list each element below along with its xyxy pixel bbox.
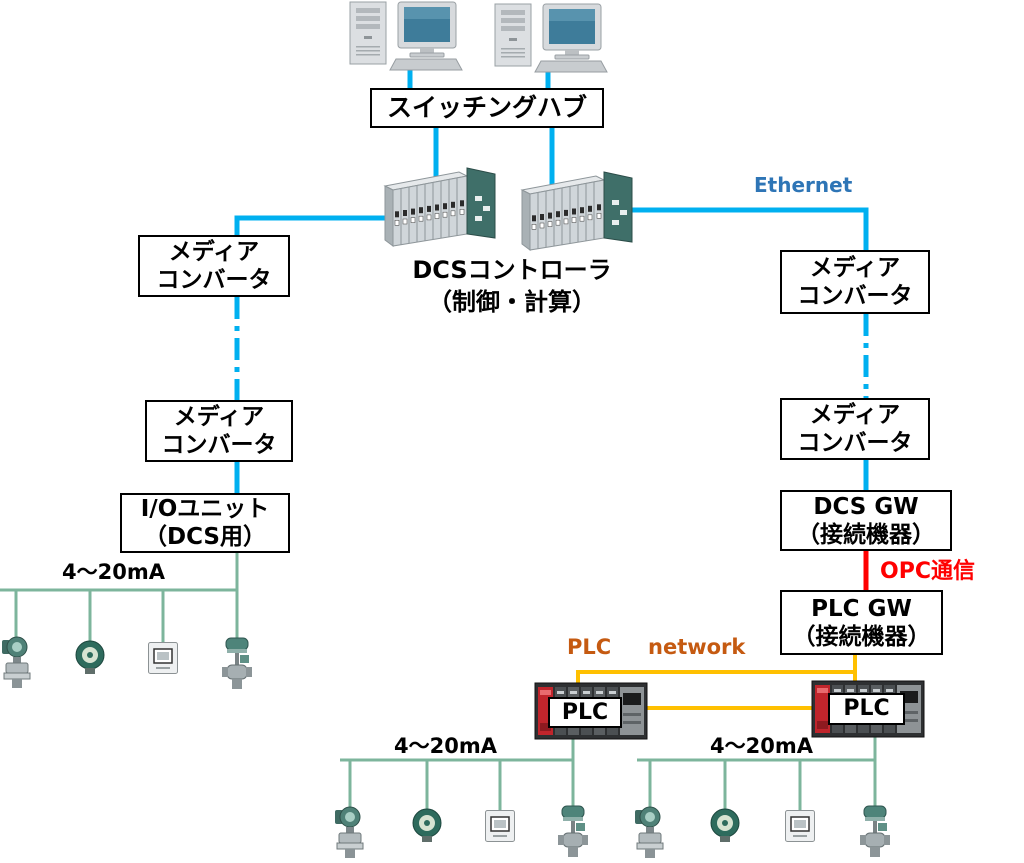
control-valve-icon (221, 637, 253, 690)
switching-hub-label: スイッチングハブ (386, 93, 587, 122)
control-valve-icon (859, 805, 891, 858)
plc-network-label-plc: PLC (567, 635, 612, 659)
media-converter-left-lower: メディア コンバータ (145, 400, 293, 462)
flowmeter-icon (710, 808, 740, 843)
box-label-line: コンバータ (797, 283, 913, 309)
analyzer-icon (147, 641, 179, 675)
box-label-line: （接続機器） (797, 521, 935, 548)
dcs-gateway-box: DCS GW （接続機器） (780, 490, 952, 551)
media-converter-left-upper: メディア コンバータ (138, 235, 290, 297)
box-label-line: メディア (809, 255, 901, 281)
switching-hub-box: スイッチングハブ (370, 88, 604, 128)
pressure-transmitter-icon (1, 636, 31, 689)
plc-network-label-network: network (648, 635, 746, 659)
plc-2-label: PLC (828, 693, 905, 725)
dcs-controller-sublabel: （制御・計算） (428, 288, 596, 316)
opc-label: OPC通信 (880, 559, 975, 584)
box-label-line: コンバータ (161, 432, 277, 458)
dcs-controller-icon (521, 171, 633, 251)
io-unit-box: I/Oユニット （DCS用） (120, 493, 290, 553)
ethernet-link-right-trunk (630, 207, 869, 251)
media-converter-right-upper: メディア コンバータ (780, 250, 930, 314)
analyzer-icon (784, 809, 816, 843)
signal-label-plc-1: 4～20mA (394, 734, 497, 758)
signal-label-io: 4～20mA (62, 560, 165, 584)
analyzer-icon (484, 809, 516, 843)
signal-label-plc-2: 4～20mA (710, 734, 813, 758)
box-label-line: メディア (168, 239, 260, 265)
flowmeter-icon (75, 640, 105, 675)
ethernet-label: Ethernet (754, 173, 853, 197)
desktop-computer-icon (494, 3, 608, 73)
dcs-controller-icon (384, 167, 496, 247)
dcs-controller-label: DCSコントローラ (412, 256, 612, 284)
analog-signal-lines (0, 552, 877, 811)
pressure-transmitter-icon (634, 806, 664, 859)
plc-network-links (576, 654, 857, 710)
box-label-line: メディア (173, 404, 265, 430)
plc-1-label: PLC (548, 697, 622, 728)
box-label-line: （接続機器） (792, 623, 931, 650)
box-label-line: メディア (809, 402, 901, 428)
box-label-line: コンバータ (156, 267, 272, 293)
box-label-line: DCS GW (813, 493, 919, 520)
plc-network-link-gateway-plc-1 (576, 670, 855, 685)
box-label-line: コンバータ (797, 430, 913, 456)
box-label-line: （DCS用） (144, 524, 266, 550)
box-label-line: I/Oユニット (140, 496, 270, 522)
pressure-transmitter-icon (334, 806, 364, 859)
flowmeter-icon (412, 808, 442, 843)
box-label-line: PLC GW (811, 595, 912, 622)
media-converter-right-lower: メディア コンバータ (780, 398, 930, 460)
plc-label-text: PLC (843, 696, 890, 721)
plc-label-text: PLC (561, 699, 609, 725)
ethernet-links (234, 70, 869, 494)
ethernet-link-left-trunk (234, 215, 394, 236)
desktop-computer-icon (349, 1, 463, 71)
control-valve-icon (557, 805, 589, 858)
plc-gateway-box: PLC GW （接続機器） (780, 590, 943, 655)
